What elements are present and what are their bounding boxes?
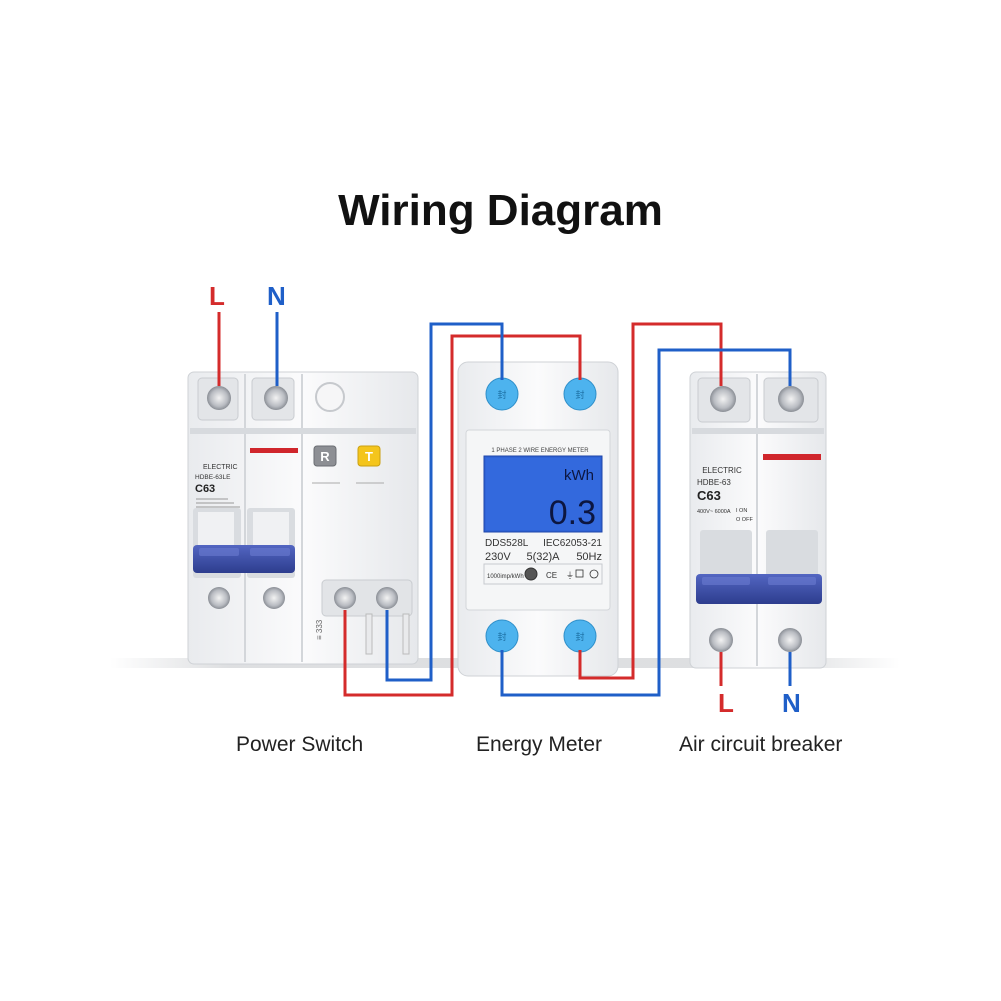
breaker-specs: 400V~ 6000A xyxy=(697,509,731,515)
meter-lcd-unit: kWh xyxy=(564,467,594,484)
test-button-t[interactable] xyxy=(357,445,381,467)
switch-to-meter-live-wire xyxy=(343,334,582,697)
power-switch-brand: ELECTRIC xyxy=(203,464,238,471)
meter-frequency: 50Hz xyxy=(576,551,602,563)
power-switch-top-left-screw xyxy=(207,386,231,410)
meter-to-breaker-neutral-wire xyxy=(500,348,792,697)
meter-voltage: 230V xyxy=(485,551,511,563)
breaker-brand: ELECTRIC xyxy=(702,466,742,475)
breaker-on-label: I ON xyxy=(736,508,747,514)
output-neutral-label: N xyxy=(782,688,801,718)
power-switch-output-right-screw xyxy=(376,587,398,609)
breaker-bottom-left-screw xyxy=(709,628,733,652)
diagram-title: Wiring Diagram xyxy=(338,186,663,235)
meter-standard: IEC62053-21 xyxy=(543,538,602,549)
power-switch-rating: C63 xyxy=(195,483,215,495)
breaker-top-right-screw xyxy=(778,386,804,412)
breaker-off-label: O OFF xyxy=(736,517,753,523)
power-switch-bottom-left-screw xyxy=(208,587,230,609)
breaker-model: HDBE-63 xyxy=(697,478,731,487)
breaker-top-left-screw xyxy=(710,386,736,412)
svg-text:封: 封 xyxy=(497,389,506,400)
energy-meter-device: 封 封 封 封 1 PHASE 2 WIRE ENERGY METER kWh … xyxy=(457,361,619,677)
svg-text:封: 封 xyxy=(575,631,584,642)
meter-constant: 1000imp/kWh xyxy=(487,574,524,580)
output-live-label: L xyxy=(718,688,734,718)
power-switch-model: HDBE-63LE xyxy=(195,474,231,481)
power-switch-bottom-right-screw xyxy=(263,587,285,609)
test-button-r[interactable] xyxy=(313,445,337,467)
breaker-red-stripe xyxy=(763,454,821,460)
test-button-t-label: T xyxy=(365,449,373,464)
svg-text:封: 封 xyxy=(497,631,506,642)
meter-to-breaker-live-wire xyxy=(578,322,723,680)
meter-current: 5(32)A xyxy=(526,551,560,563)
svg-text:封: 封 xyxy=(575,389,584,400)
indicator-window xyxy=(315,382,345,412)
breaker-bottom-right-screw xyxy=(778,628,802,652)
meter-model: DDS528L xyxy=(485,538,529,549)
svg-text:⏚: ⏚ xyxy=(566,571,574,580)
input-live-label: L xyxy=(209,281,225,311)
energy-meter-caption: Energy Meter xyxy=(476,733,603,756)
test-button-r-label: R xyxy=(320,449,330,464)
meter-lcd-reading: 0.3 xyxy=(549,494,596,532)
meter-pulse-led xyxy=(524,567,538,581)
power-switch-device: ELECTRIC HDBE-63LE C63 R T ≡ 333 xyxy=(187,371,419,665)
svg-text:≡ 333: ≡ 333 xyxy=(315,619,324,640)
meter-ce-mark: CE xyxy=(546,571,557,580)
meter-header: 1 PHASE 2 WIRE ENERGY METER xyxy=(491,448,589,454)
wires xyxy=(217,312,792,697)
power-switch-caption: Power Switch xyxy=(236,733,364,756)
air-breaker-caption: Air circuit breaker xyxy=(679,733,843,756)
power-switch-output-left-screw xyxy=(334,587,356,609)
power-switch-red-stripe xyxy=(250,448,298,453)
input-neutral-label: N xyxy=(267,281,286,311)
breaker-rating: C63 xyxy=(697,488,721,503)
air-breaker-device: ELECTRIC HDBE-63 C63 400V~ 6000A I ON O … xyxy=(689,371,827,669)
power-switch-top-right-screw xyxy=(264,386,288,410)
meter-lcd-screen xyxy=(483,455,603,533)
switch-to-meter-neutral-wire xyxy=(385,322,504,682)
